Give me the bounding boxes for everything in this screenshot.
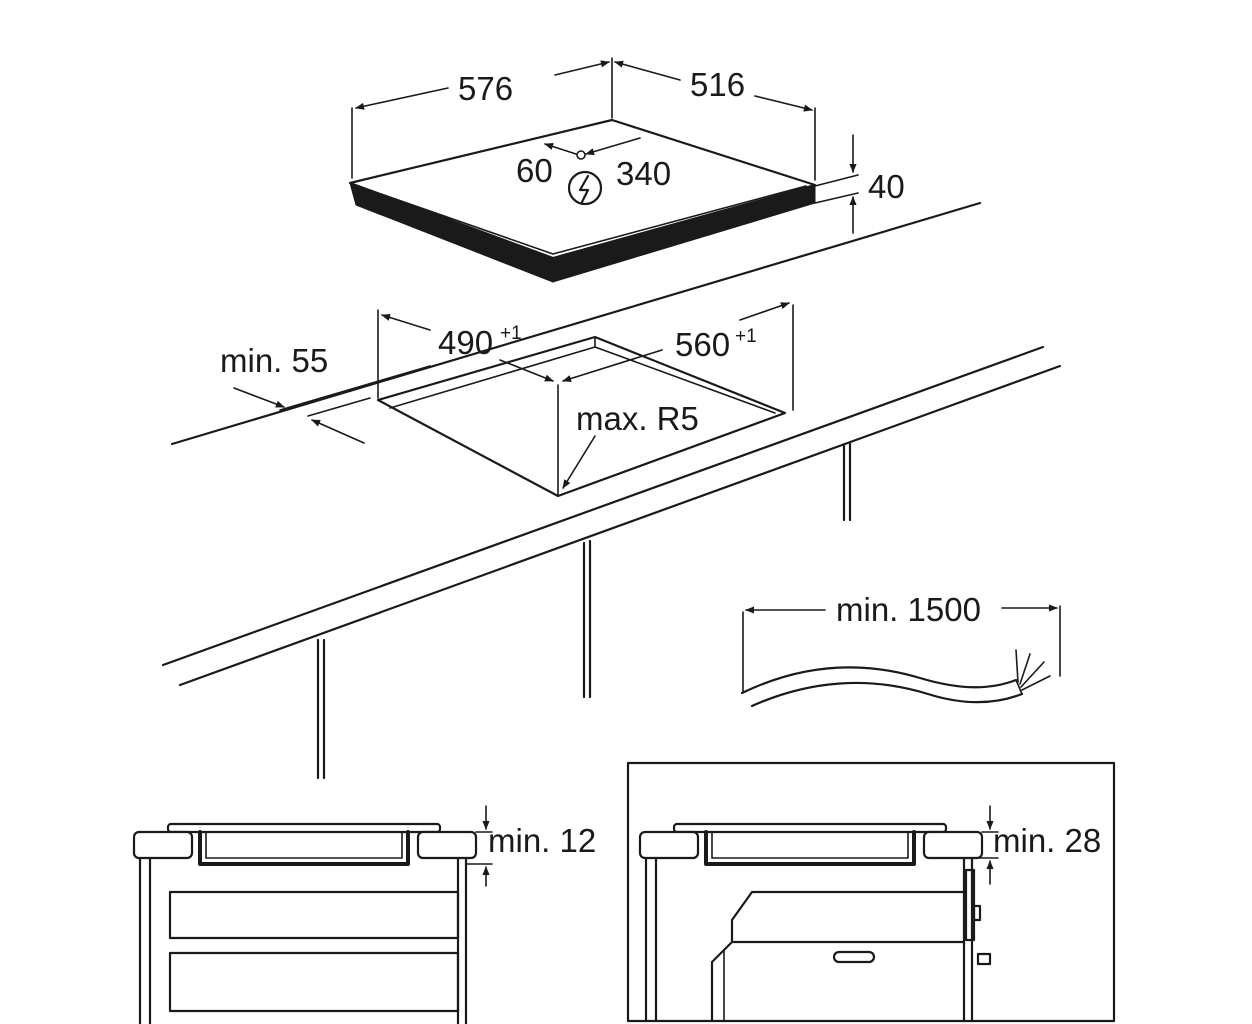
worktop-cutout	[376, 335, 787, 498]
worktop-back-edge	[170, 201, 982, 446]
worktop-right-section-oven	[922, 830, 984, 860]
corner-radius-label: max. R5	[576, 400, 699, 437]
edge-distance-label: min. 55	[220, 342, 328, 379]
worktop-front-edge	[161, 345, 1045, 667]
cutout-width-tolerance: +1	[735, 326, 757, 347]
worktop-left-section	[132, 830, 194, 860]
worktop-left-section-oven	[638, 830, 700, 860]
oven-gap-label: min. 28	[993, 822, 1101, 859]
cable-offset-x-label: 60	[516, 152, 553, 189]
oven-section: min. 28	[626, 761, 1116, 1023]
oven-body	[710, 890, 966, 1023]
cable-entry-point	[576, 150, 586, 160]
power-cable	[740, 666, 1018, 695]
power-connection-icon	[567, 170, 603, 206]
hob-thickness-label: 40	[868, 168, 905, 205]
drawer-section: min. 12	[132, 805, 596, 1024]
cable-drawing: min. 1500	[740, 591, 1061, 708]
worktop-right-section	[416, 830, 478, 860]
hob-glass-section-oven	[672, 822, 948, 834]
drawer-upper	[168, 890, 460, 940]
cable-length-label: min. 1500	[836, 591, 981, 628]
hob-drawing: 576 516 40 60 340	[348, 57, 905, 283]
cutout-width-label: 560	[675, 326, 730, 363]
worktop-drawing: 490 +1 560 +1 min. 55 max. R5	[161, 201, 1062, 780]
cutout-depth-tolerance: +1	[500, 323, 522, 344]
hob-depth-label: 516	[690, 66, 745, 103]
drawer-lower	[168, 951, 460, 1013]
hob-glass-section	[166, 822, 442, 834]
oven-handle	[832, 950, 876, 964]
oven-section-frame	[626, 761, 1116, 1023]
cutout-depth-label: 490	[438, 324, 493, 361]
cable-offset-y-label: 340	[616, 155, 671, 192]
hob-width-label: 576	[458, 70, 513, 107]
drawer-gap-label: min. 12	[488, 822, 596, 859]
